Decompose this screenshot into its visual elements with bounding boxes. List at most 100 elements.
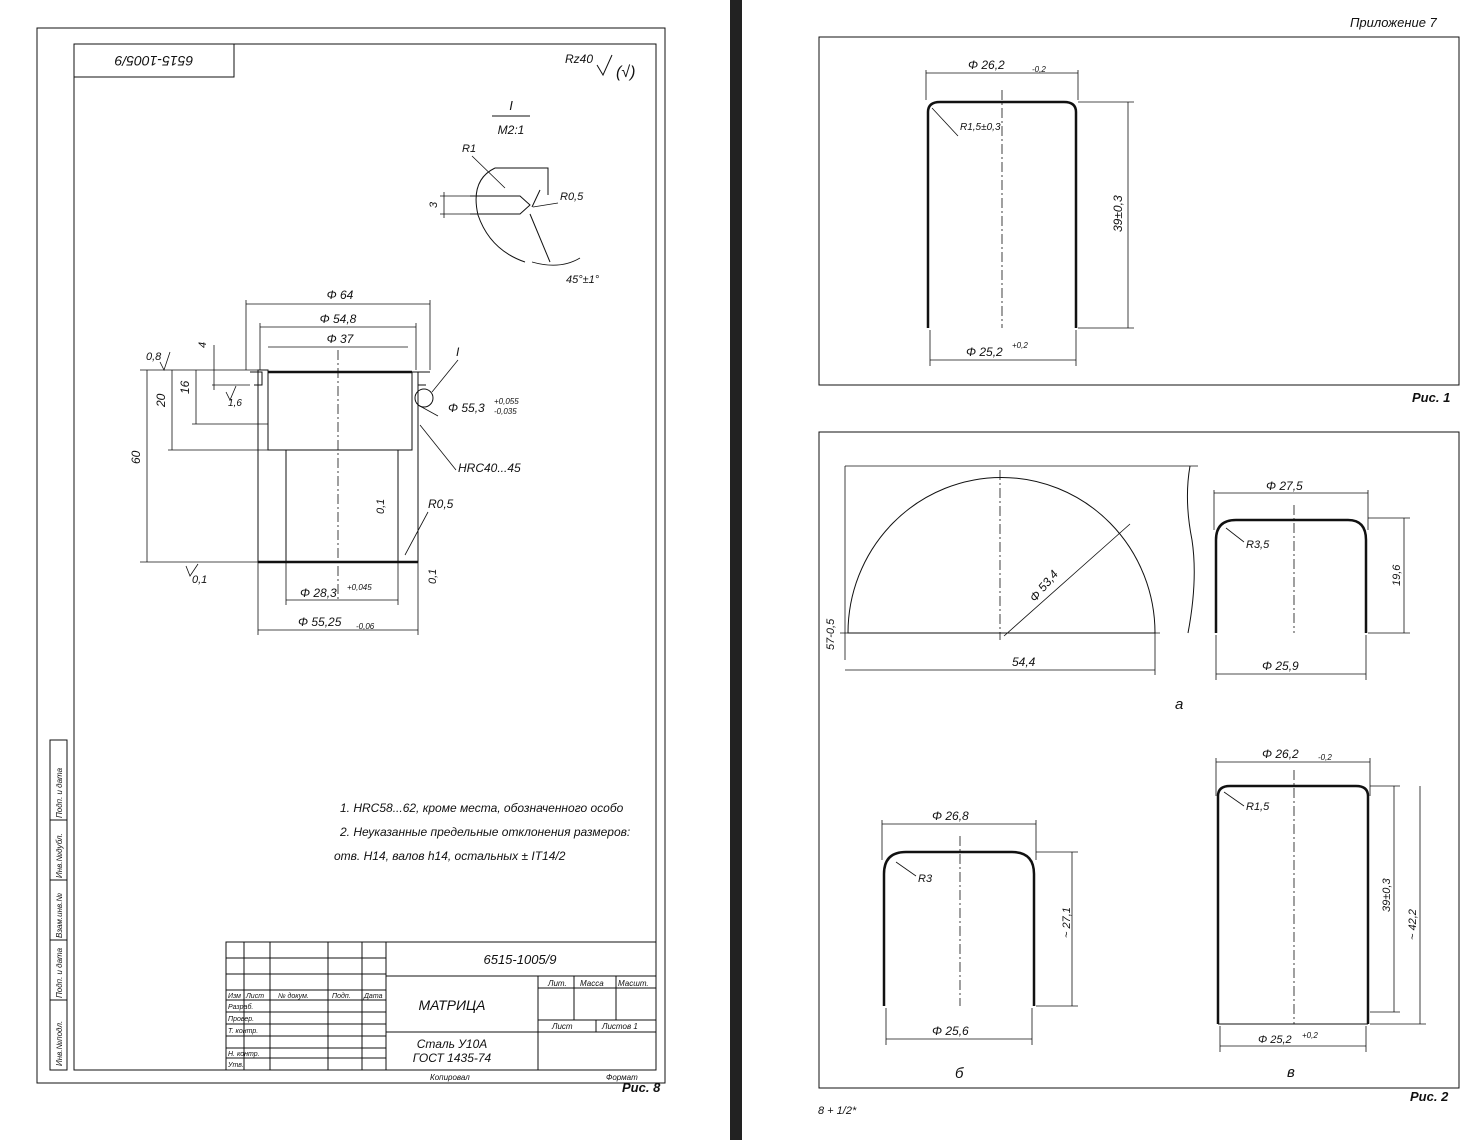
dim-d548: Φ 54,8	[320, 312, 357, 326]
stamp-number: 6515-1005/9	[114, 53, 193, 69]
fig2-c-r: R3	[918, 873, 933, 885]
col-sign: Подп.	[332, 992, 351, 1000]
detail-r1: R1	[462, 143, 476, 155]
fig2-frame	[818, 431, 1460, 1089]
dim-d553-tol-up: +0,055	[494, 397, 519, 406]
dim-view-mark: I	[456, 345, 460, 359]
fig1-d-bot: Φ 25,2	[966, 345, 1003, 359]
fig8-caption: Рис. 8	[622, 1080, 661, 1095]
row-razrab: Разраб.	[228, 1003, 253, 1011]
fig2-a-diam: Φ 53,4	[1027, 567, 1062, 604]
tb-sheets: Листов 1	[601, 1022, 638, 1031]
fig1-caption: Рис. 1	[1412, 390, 1450, 405]
page-number: 8 + 1/2*	[818, 1105, 857, 1117]
fig2-b1-r: R3,5	[1246, 539, 1270, 551]
fig2-label-v: в	[1287, 1064, 1295, 1081]
left-outer-frame	[36, 27, 666, 1084]
fig2-d-bot-tol: +0,2	[1302, 1031, 1318, 1040]
dim-h20: 20	[154, 393, 168, 408]
left-side-column: Инв.№подл. Подп. и дата Взам.инв.№ Инв.№…	[49, 739, 68, 1071]
fig1-d-top-tol: -0,2	[1032, 65, 1046, 74]
row-utv: Утв.	[227, 1062, 244, 1069]
col-date: Дата	[363, 993, 383, 1000]
binding-gutter	[730, 0, 742, 1140]
fig2-b1-bot: Φ 25,9	[1262, 659, 1299, 673]
dim-r01: 0,1	[192, 574, 207, 586]
fig2-d-r: R1,5	[1246, 801, 1270, 813]
dim-hrc: HRC40...45	[458, 461, 521, 475]
appendix-label: Приложение 7	[1350, 15, 1438, 30]
matrix-section: Φ 64 Φ 54,8 Φ 37 60 20 16 4 0,8 1,6	[129, 288, 521, 635]
detail-label: I	[509, 98, 513, 113]
left-sheet: 6515-1005/9 Rz40 (√) Инв.№подл. Подп. и …	[36, 27, 666, 1095]
roughness-suffix: (√)	[616, 64, 635, 81]
fig2-c-h: ~ 27,1	[1061, 907, 1073, 938]
dim-h60: 60	[129, 450, 143, 464]
dim-d37: Φ 37	[327, 332, 355, 346]
notes: 1. HRC58...62, кроме места, обозначенног…	[334, 801, 630, 863]
fig2-d-h1: 39±0,3	[1381, 878, 1393, 912]
title-block: Изм Лист № докум. Подп. Дата Разраб. Про…	[225, 941, 657, 1082]
fig2-a-blank: 57-0,5 Φ 53,4 54,4 а	[825, 465, 1198, 713]
dim-ch08: 0,8	[146, 351, 162, 363]
dim-d64: Φ 64	[327, 288, 354, 302]
fig2-d-top: Φ 26,2	[1262, 747, 1299, 761]
roughness-label: Rz40	[565, 52, 593, 66]
tb-scale: Масшт.	[618, 979, 649, 988]
dim-h4: 4	[197, 342, 209, 348]
detail-angle: 45°±1°	[566, 274, 600, 286]
fig2-d-top-tol: -0,2	[1318, 753, 1332, 762]
fig1-d-bot-tol: +0,2	[1012, 341, 1028, 350]
fig2-b1-top: Φ 27,5	[1266, 479, 1303, 493]
dim-r01c: 0,1	[427, 569, 439, 584]
fig2-b1-h: 19,6	[1391, 564, 1403, 586]
tb-format: Формат	[606, 1073, 638, 1082]
fig2-caption: Рис. 2	[1410, 1089, 1449, 1104]
detail-r05: R0,5	[560, 191, 584, 203]
tb-designation: 6515-1005/9	[483, 952, 556, 967]
fig2-b: Φ 26,8 R3 ~ 27,1 Φ 25,6 б	[881, 809, 1078, 1082]
tb-mass: Масса	[580, 979, 604, 988]
dim-d283-tol: +0,045	[347, 583, 372, 592]
dim-d5525: Φ 55,25	[298, 615, 342, 629]
tb-lit: Лит.	[547, 979, 567, 988]
fig1-radius: R1,5±0,3	[960, 122, 1001, 133]
dim-d553-tol-dn: -0,035	[494, 407, 517, 416]
note-1: 1. HRC58...62, кроме места, обозначенног…	[340, 801, 624, 815]
fig2-v: Φ 26,2 -0,2 R1,5 39±0,3 ~ 42,2 Φ 25,2 +0…	[1215, 747, 1426, 1081]
fig2-c-top: Φ 26,8	[932, 809, 969, 823]
row-tkontr: Т. контр.	[228, 1028, 258, 1035]
dim-d5525-tol: -0,06	[356, 622, 375, 631]
fig2-label-b: б	[955, 1065, 964, 1082]
note-2: 2. Неуказанные предельные отклонения раз…	[339, 825, 630, 839]
col-list: Лист	[245, 993, 264, 1000]
side-label-1: Инв.№подл.	[55, 1021, 64, 1066]
note-3: отв. H14, валов h14, остальных ± IT14/2	[334, 849, 566, 863]
detail-dim3: 3	[428, 201, 440, 208]
dim-d553: Φ 55,3	[448, 401, 485, 415]
tb-sheet: Лист	[551, 1022, 573, 1031]
fig1-d-top: Φ 26,2	[968, 58, 1005, 72]
side-label-4: Инв.№дубл.	[55, 833, 64, 878]
stamp-box	[73, 43, 235, 78]
row-prover: Провер.	[228, 1016, 254, 1023]
right-sheet: Приложение 7 Φ 26,2 -0,2 R1,5±0,3 39±0,3…	[818, 15, 1460, 1117]
dim-r16: 1,6	[228, 398, 242, 409]
dim-d283: Φ 28,3	[300, 586, 337, 600]
tb-copied: Копировал	[430, 1073, 470, 1082]
fig2-d-h2: ~ 42,2	[1407, 909, 1419, 940]
detail-view-I: I М2:1 R1 R0,5 3 45°±1°	[428, 98, 600, 286]
side-label-5: Подп. и дата	[55, 767, 64, 818]
dim-h16: 16	[178, 380, 192, 394]
fig2-label-a: а	[1175, 696, 1183, 713]
fig1-height: 39±0,3	[1111, 195, 1125, 232]
tb-material-1: Сталь У10А	[417, 1037, 488, 1051]
dim-r05: R0,5	[428, 497, 454, 511]
side-label-3: Взам.инв.№	[55, 893, 64, 938]
col-izm: Изм	[228, 993, 241, 1000]
tb-material-2: ГОСТ 1435-74	[413, 1051, 492, 1065]
fig2-a-width: 54,4	[1012, 655, 1036, 669]
fig1-frame	[818, 36, 1460, 386]
fig2-a-height: 57-0,5	[825, 618, 837, 650]
